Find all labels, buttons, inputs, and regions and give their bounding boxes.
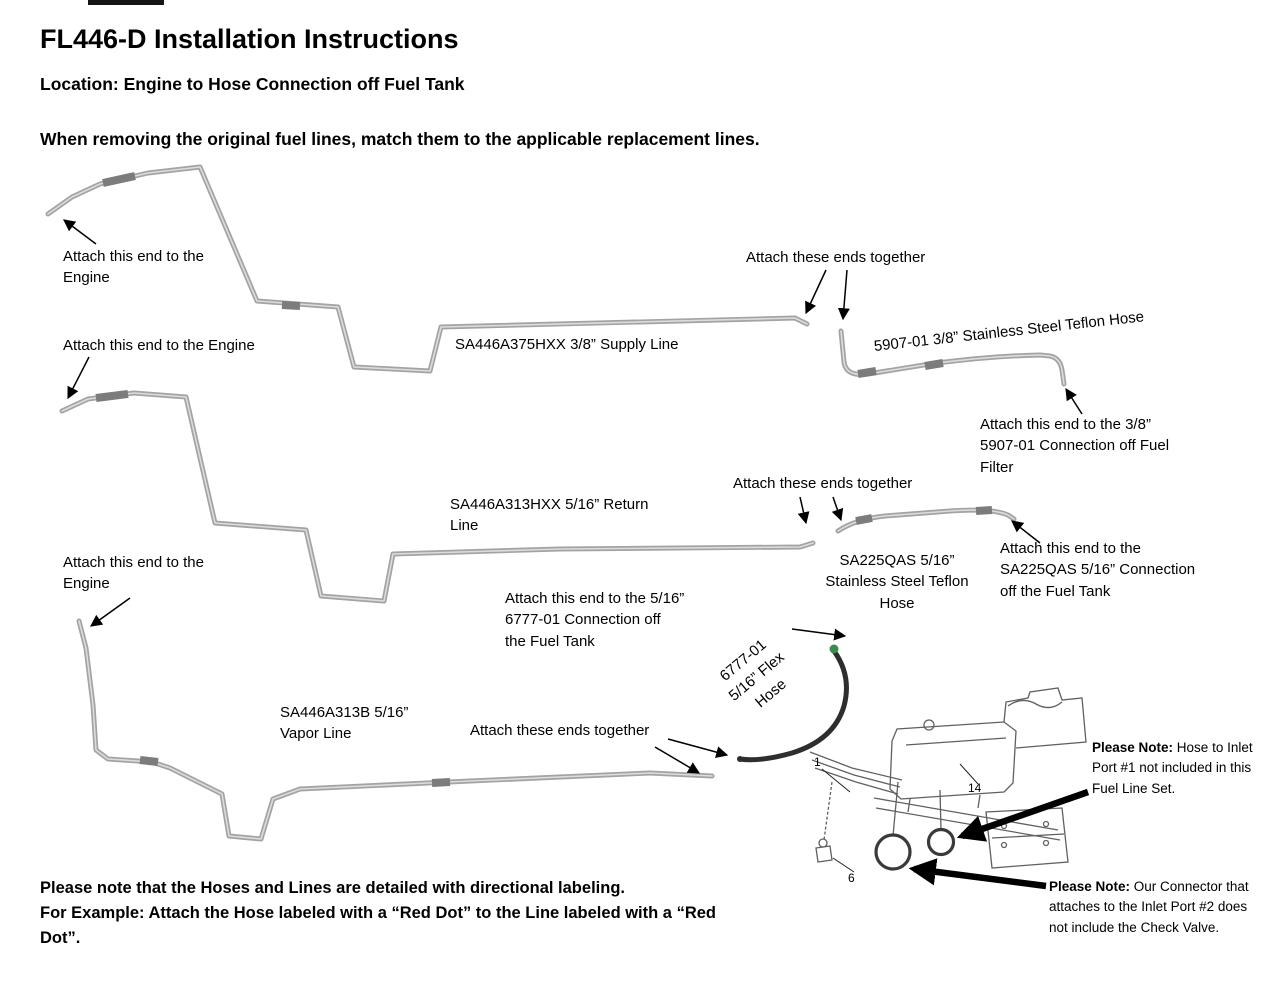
callout-teflon-hose-516: SA225QAS 5/16” Stainless Steel Teflon Ho… xyxy=(825,552,969,612)
clamp-body xyxy=(815,845,833,863)
callout-attach-engine-mid: Attach this end to the Engine xyxy=(63,337,255,354)
part-number-14: 14 xyxy=(968,781,982,795)
flex-hose-end-cap xyxy=(737,756,743,762)
tank-filler-cap xyxy=(923,719,935,731)
callout-attach-engine-top: Attach this end to the Engine xyxy=(63,248,204,287)
vapor-line-fitting-a xyxy=(139,756,159,766)
arrow-engine-top xyxy=(63,219,97,245)
arrow-6777 xyxy=(791,628,847,641)
callout-attach-fuel-filter: Attach this end to the 3/8” 5907-01 Conn… xyxy=(980,416,1170,476)
tank-top-edge xyxy=(905,737,1007,746)
footer-text: Please note that the Hoses and Lines are… xyxy=(40,879,716,947)
plate-hole-3 xyxy=(1042,820,1050,828)
note-1-prefix: Please Note: xyxy=(1092,740,1174,755)
teflon-hose-516-fitting-a xyxy=(855,514,873,525)
location-line: Location: Engine to Hose Connection off … xyxy=(40,74,465,94)
callout-teflon-hose-38: 5907-01 3/8” Stainless Steel Teflon Hose xyxy=(873,308,1145,355)
tank-outline xyxy=(889,721,1017,800)
plate-hole-4 xyxy=(1042,839,1050,847)
note-inlet-port-2: Please Note: Our Connector that attaches… xyxy=(1049,877,1267,938)
return-line-fitting-left xyxy=(95,390,129,402)
callout-attach-ends-bottom: Attach these ends together xyxy=(470,722,650,739)
part-number-6: 6 xyxy=(848,871,855,885)
drop-line-1 xyxy=(892,781,899,837)
connector-ring-inlet1 xyxy=(926,827,956,857)
arrow-note-inlet2 xyxy=(908,858,1047,890)
teflon-hose-516-highlight xyxy=(837,509,1015,532)
drop-line-2 xyxy=(939,789,942,831)
logo-fragment xyxy=(88,0,164,5)
callout-attach-ends-mid: Attach these ends together xyxy=(733,475,913,492)
cab-detail xyxy=(1007,699,1063,709)
callout-return-line: SA446A313HXX 5/16” Return Line xyxy=(450,496,649,535)
note-inlet-port-1: Please Note: Hose to Inlet Port #1 not i… xyxy=(1092,738,1272,799)
line-bundle-1 xyxy=(809,751,903,781)
page-title: FL446-D Installation Instructions xyxy=(40,24,459,54)
arrow-fuel-filter xyxy=(1065,387,1083,415)
arrow-ends-mid-a xyxy=(797,496,810,525)
arrow-ends-bottom-a xyxy=(667,738,729,758)
callout-attach-engine-bottom: Attach this end to the Engine xyxy=(63,554,204,593)
plate-hole-1 xyxy=(1000,822,1008,830)
teflon-hose-516-fitting-b xyxy=(975,506,993,515)
callout-supply-line: SA446A375HXX 3/8” Supply Line xyxy=(455,336,679,353)
frame-rail-bottom xyxy=(875,807,1061,841)
part-number-1: 1 xyxy=(814,755,821,769)
cab-outline xyxy=(1003,687,1087,749)
callout-attach-6777: Attach this end to the 5/16” 6777-01 Con… xyxy=(505,590,685,650)
leader-part-14 xyxy=(959,763,979,785)
connector-ring-inlet2 xyxy=(874,833,912,871)
callout-attach-ends-top: Attach these ends together xyxy=(746,249,926,266)
arrow-engine-mid xyxy=(67,356,90,400)
callout-vapor-line: SA446A313B 5/16” Vapor Line xyxy=(280,704,409,743)
arrow-ends-bottom-b xyxy=(654,746,701,774)
arrow-note-inlet1 xyxy=(956,788,1090,842)
teflon-hose-516-path xyxy=(835,507,1017,534)
arrow-ends-top-b xyxy=(837,269,850,321)
clamp-hanger-line xyxy=(823,781,833,841)
teflon-hose-516-tube xyxy=(835,506,1017,534)
callout-attach-fuel-tank-516: Attach this end to the SA225QAS 5/16” Co… xyxy=(1000,540,1196,600)
plate-hole-2 xyxy=(1000,841,1008,849)
callout-flex-hose: 6777-01 5/16” Flex Hose xyxy=(716,636,790,711)
frame-rail-top xyxy=(873,797,1059,831)
crossmember-plate xyxy=(985,807,1069,869)
leader-part-1 xyxy=(821,768,851,793)
note-2-text: Our Connector that attaches to the Inlet… xyxy=(1049,879,1249,935)
intro-line: When removing the original fuel lines, m… xyxy=(40,129,760,149)
note-1-text: Hose to Inlet Port #1 not included in th… xyxy=(1092,740,1253,796)
tank-strap-2 xyxy=(977,794,981,809)
vapor-line-fitting-b xyxy=(431,778,451,787)
leader-part-6 xyxy=(832,857,855,873)
note-2-prefix: Please Note: xyxy=(1049,879,1131,894)
truck-sketch xyxy=(809,687,1087,871)
supply-line-fitting-left xyxy=(102,172,136,187)
teflon-hose-38-fitting-a xyxy=(857,367,877,378)
line-bundle-3 xyxy=(814,767,899,795)
tank-strap-1 xyxy=(907,798,911,813)
arrow-ends-top-a xyxy=(805,269,827,315)
line-bundle-2 xyxy=(811,759,901,788)
arrow-ends-mid-b xyxy=(831,496,844,522)
arrow-engine-bottom xyxy=(90,597,131,627)
teflon-hose-38-fitting-b xyxy=(924,359,944,370)
supply-line-fitting-mid xyxy=(281,301,301,310)
clamp-eye xyxy=(818,838,828,848)
flex-hose-green-dot xyxy=(829,644,839,654)
